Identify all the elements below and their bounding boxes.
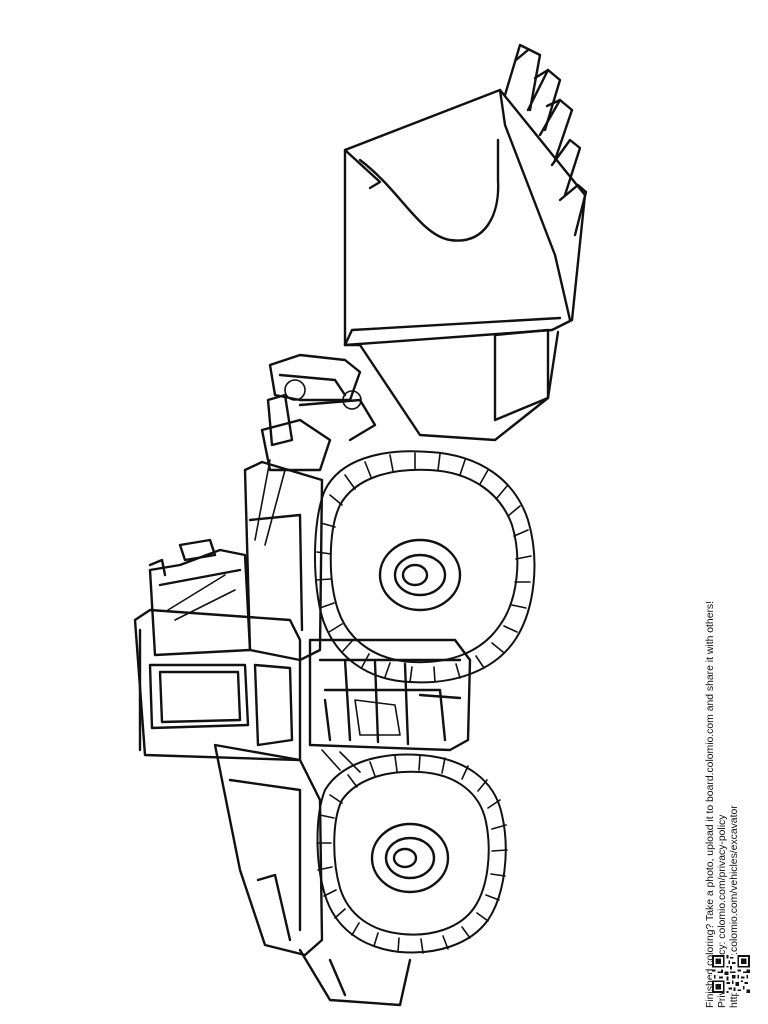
footer-line-url: https://www.colomio.com/vehicles/excavat… — [729, 805, 740, 1008]
footer-line-upload: Finished coloring? Take a photo, upload … — [705, 600, 716, 1008]
loader-bucket — [343, 43, 588, 442]
articulation-joint — [308, 638, 472, 773]
rear-wheel — [316, 753, 508, 954]
footer-line-privacy: Privacy policy: colomio.com/privacy-poli… — [717, 814, 728, 1008]
footer-text-block: Finished coloring? Take a photo, upload … — [705, 468, 753, 1008]
front-wheel — [314, 450, 536, 684]
qr-code-icon — [712, 955, 750, 993]
lift-arm — [254, 353, 377, 546]
loader-body — [133, 460, 412, 1007]
